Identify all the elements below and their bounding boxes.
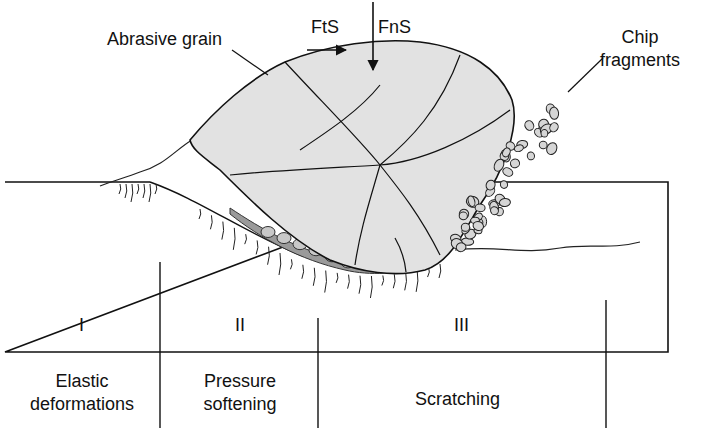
part-label: Chip fragments — [585, 26, 695, 73]
zone-number: II — [235, 314, 245, 337]
leader-line — [232, 50, 268, 75]
grain-fractures — [230, 55, 510, 272]
zone-divider — [605, 300, 606, 428]
chip-fragments — [449, 103, 559, 253]
leader-line — [568, 58, 603, 92]
zone-label: Scratching — [415, 388, 500, 411]
part-label: Abrasive grain — [107, 28, 222, 51]
subsurface-crack — [455, 242, 640, 251]
normal-force-arrow — [372, 2, 374, 70]
zone-label: Pressure softening — [170, 370, 310, 417]
force-label: FnS — [378, 16, 411, 39]
zone-number: I — [79, 314, 84, 337]
tangential-force-arrow — [307, 49, 346, 51]
zone-label: Elastic deformations — [12, 370, 152, 417]
force-label: FtS — [311, 16, 339, 39]
abrasive-grain — [190, 41, 514, 274]
zone-divider — [159, 262, 160, 428]
surface-crack — [100, 140, 192, 186]
zone-number: III — [454, 314, 469, 337]
zone-divider — [317, 318, 318, 428]
